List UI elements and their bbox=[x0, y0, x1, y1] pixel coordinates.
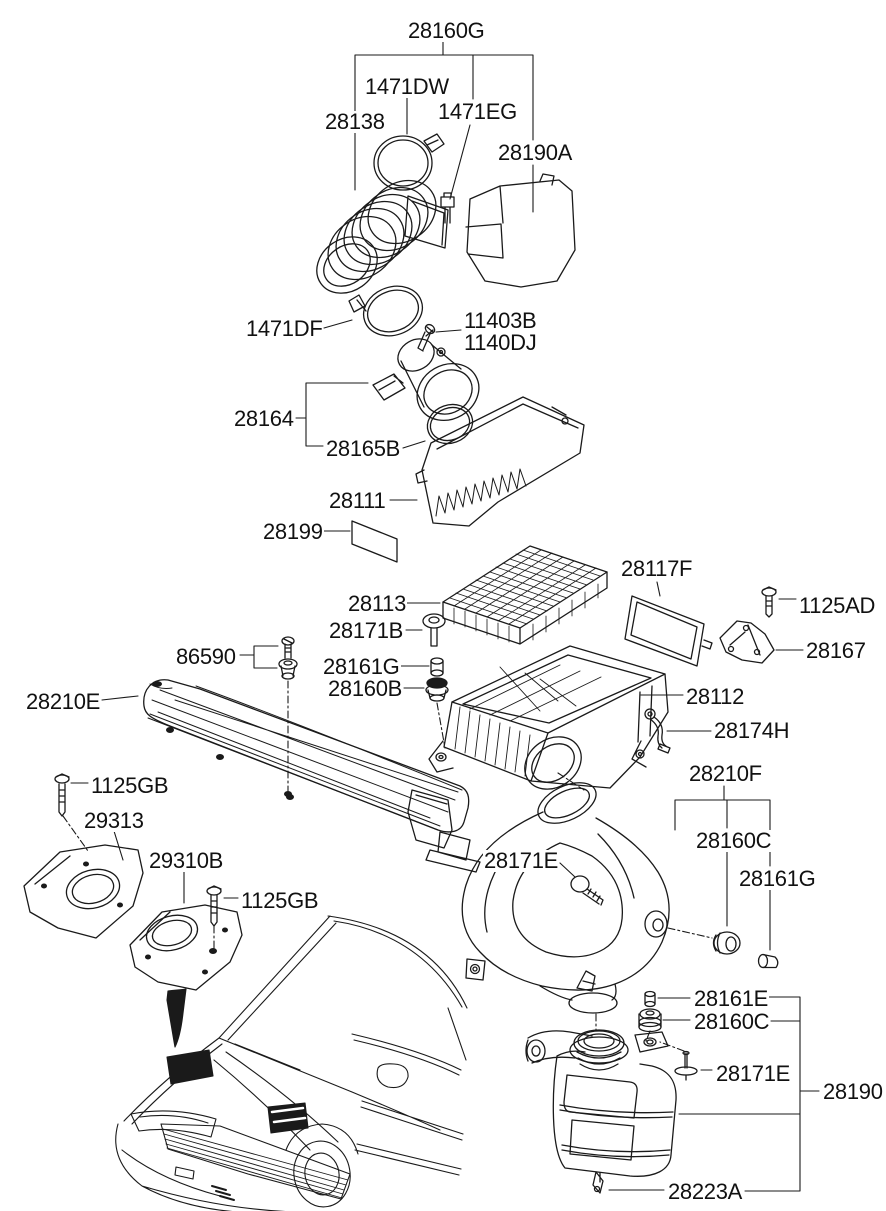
part-label-28171E-1: 28171E bbox=[483, 848, 560, 873]
part-label-28161E: 28161E bbox=[693, 986, 770, 1011]
part-label-1125GB-1: 1125GB bbox=[90, 773, 170, 798]
part-label-1471DW: 1471DW bbox=[364, 74, 450, 99]
part-label-sticker-28199 bbox=[351, 520, 398, 563]
part-bolt-11403B bbox=[417, 323, 436, 352]
part-label-28160G: 28160G bbox=[407, 18, 486, 43]
part-label-28171B: 28171B bbox=[328, 618, 405, 643]
part-label-11403B: 11403B bbox=[463, 308, 538, 333]
location-patch-1 bbox=[166, 1049, 214, 1085]
part-label-28190: 28190 bbox=[822, 1079, 884, 1104]
part-drain-28174H bbox=[644, 708, 671, 754]
part-bolt-1125GB-left bbox=[54, 773, 70, 817]
part-label-28161G-2: 28161G bbox=[738, 866, 817, 891]
part-spacer-28161G-upper bbox=[430, 657, 444, 677]
part-label-28160C-1: 28160C bbox=[695, 828, 773, 853]
part-hose-clamp-1471DF bbox=[348, 285, 424, 337]
part-label-29310B: 29310B bbox=[148, 848, 225, 873]
part-label-28161G-1: 28161G bbox=[322, 654, 401, 679]
part-label-28160C-2: 28160C bbox=[693, 1009, 771, 1034]
part-label-29313: 29313 bbox=[83, 808, 145, 833]
part-engine-cover-29313 bbox=[23, 844, 144, 939]
leader-lines bbox=[70, 39, 820, 1192]
part-label-86590: 86590 bbox=[175, 644, 237, 669]
part-intake-hose-28138 bbox=[316, 179, 449, 294]
part-label-28138: 28138 bbox=[324, 109, 386, 134]
part-label-28111: 28111 bbox=[328, 488, 387, 513]
part-spacer-28161E bbox=[644, 990, 656, 998]
part-label-28167: 28167 bbox=[805, 638, 867, 663]
part-label-28112: 28112 bbox=[685, 684, 746, 709]
part-drain-plug-28223A bbox=[592, 1171, 604, 1194]
part-label-28223A: 28223A bbox=[667, 1179, 744, 1204]
part-gasket-28117F bbox=[624, 595, 713, 667]
part-hose-clamp-1471DW bbox=[373, 133, 445, 191]
part-label-28113: 28113 bbox=[347, 591, 408, 616]
part-air-filter-element-28113 bbox=[442, 545, 608, 645]
part-screw-28171B bbox=[422, 613, 446, 647]
part-fastener-set-86590 bbox=[278, 636, 298, 680]
part-label-28210F: 28210F bbox=[688, 761, 763, 786]
part-air-cleaner-body-28112 bbox=[428, 645, 669, 790]
part-spacer-28161G-duct bbox=[757, 953, 779, 969]
part-label-1125AD: 1125AD bbox=[798, 593, 877, 618]
part-air-duct-28210F bbox=[461, 782, 670, 1014]
part-label-28171E-2: 28171E bbox=[715, 1061, 792, 1086]
part-resonator-28210E bbox=[143, 679, 481, 873]
part-bracket-28167 bbox=[719, 620, 775, 664]
part-label-28160B: 28160B bbox=[327, 676, 404, 701]
mounting-dots bbox=[41, 681, 294, 975]
alignment-dash-lines bbox=[62, 680, 713, 1052]
part-air-flow-sensor-28164 bbox=[372, 338, 480, 421]
part-label-28210E: 28210E bbox=[25, 689, 102, 714]
part-label-1471DF: 1471DF bbox=[245, 316, 324, 341]
part-label-1471EG: 1471EG bbox=[437, 99, 518, 124]
part-label-28117F: 28117F bbox=[620, 556, 694, 581]
part-bolt-1125AD bbox=[761, 586, 777, 618]
part-label-28174H: 28174H bbox=[713, 718, 791, 743]
part-label-28190A: 28190A bbox=[497, 140, 574, 165]
part-insulator-28160B bbox=[425, 677, 449, 702]
part-air-duct-cover-28190A bbox=[465, 173, 576, 288]
part-label-1140DJ: 1140DJ bbox=[463, 330, 538, 355]
location-arrow bbox=[166, 988, 187, 1048]
vehicle-location-sketch bbox=[115, 915, 468, 1211]
part-bolt-1125GB-right bbox=[206, 885, 222, 927]
part-label-28164: 28164 bbox=[233, 406, 295, 431]
part-label-28165B: 28165B bbox=[325, 436, 402, 461]
part-resonator-bottle-28190 bbox=[525, 990, 698, 1194]
part-engine-cover-29310B bbox=[129, 904, 243, 991]
part-label-1125GB-2: 1125GB bbox=[240, 888, 320, 913]
part-insulator-28160C-bottle bbox=[639, 1008, 661, 1020]
part-air-cleaner-upper-cover-28111 bbox=[415, 396, 585, 527]
part-screw-28171E-bottle bbox=[684, 1052, 688, 1069]
part-clip-1471EG bbox=[440, 192, 455, 224]
part-screw-28171E-duct bbox=[570, 875, 604, 906]
part-label-28199: 28199 bbox=[262, 519, 324, 544]
part-insulator-28160C-duct bbox=[712, 931, 741, 955]
